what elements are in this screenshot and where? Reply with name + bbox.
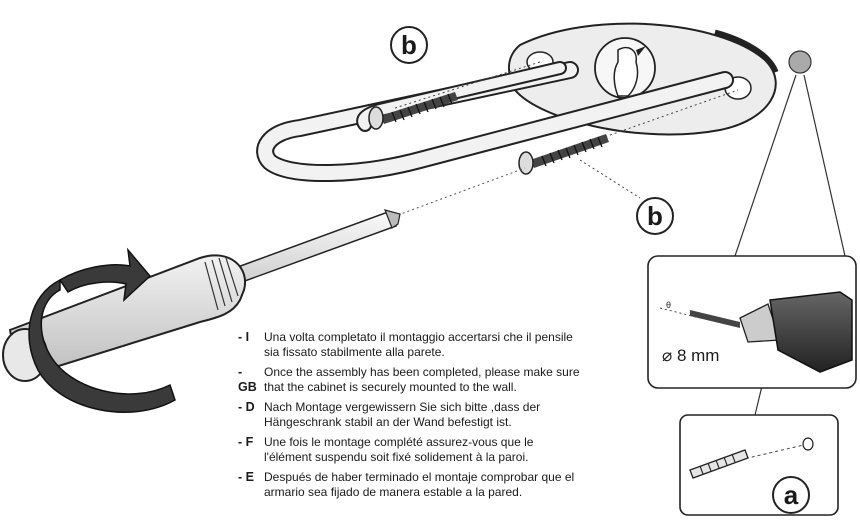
svg-text:θ: θ xyxy=(666,300,671,310)
language-code: - GB xyxy=(238,365,257,394)
instructions-block: - I Una volta completato il montaggio ac… xyxy=(238,330,618,505)
screwdriver xyxy=(2,167,526,382)
instruction-line: Después de haber terminado el montaje co… xyxy=(264,470,575,484)
instruction-de: - D Nach Montage vergewissern Sie sich b… xyxy=(238,400,618,430)
instruction-es: - E Después de haber terminado el montaj… xyxy=(238,470,618,500)
language-code: - I xyxy=(238,330,250,344)
instruction-line: Une fois le montage complété assurez-vou… xyxy=(264,435,534,449)
instruction-line: Hängeschrank stabil an der Wand befestig… xyxy=(264,415,512,429)
label-b-bottom: b xyxy=(636,197,674,235)
instruction-gb: - GB Once the assembly has been complete… xyxy=(238,365,618,395)
language-code: - F xyxy=(238,435,254,449)
screw-upper xyxy=(368,61,541,130)
instruction-line: Once the assembly has been completed, pl… xyxy=(264,365,580,379)
instruction-it: - I Una volta completato il montaggio ac… xyxy=(238,330,618,360)
instruction-line: armario sea fijado de manera estable a l… xyxy=(264,485,523,499)
wall-hole-marker xyxy=(788,50,812,74)
penguin-logo-icon xyxy=(594,37,656,99)
instruction-line: Nach Montage vergewissern Sie sich bitte… xyxy=(264,400,541,414)
instruction-line: that the cabinet is securely mounted to … xyxy=(264,380,517,394)
instruction-line: l'élément suspendu soit fixé solidement … xyxy=(264,450,529,464)
instruction-line: Una volta completato il montaggio accert… xyxy=(264,330,573,344)
drill-size-label: ⌀ 8 mm xyxy=(662,346,720,365)
instruction-line: sia fissato stabilmente alla parete. xyxy=(264,345,445,359)
language-code: - E xyxy=(238,470,254,484)
instruction-fr: - F Une fois le montage complété assurez… xyxy=(238,435,618,465)
callout-lines xyxy=(734,74,846,416)
label-a: a xyxy=(772,476,810,514)
label-b-top: b xyxy=(390,26,428,64)
rotation-arrow-icon xyxy=(28,247,176,413)
language-code: - D xyxy=(238,400,255,414)
screw-lower xyxy=(518,89,739,199)
anchor-inset xyxy=(679,414,839,516)
drill-inset: θ xyxy=(647,255,857,389)
